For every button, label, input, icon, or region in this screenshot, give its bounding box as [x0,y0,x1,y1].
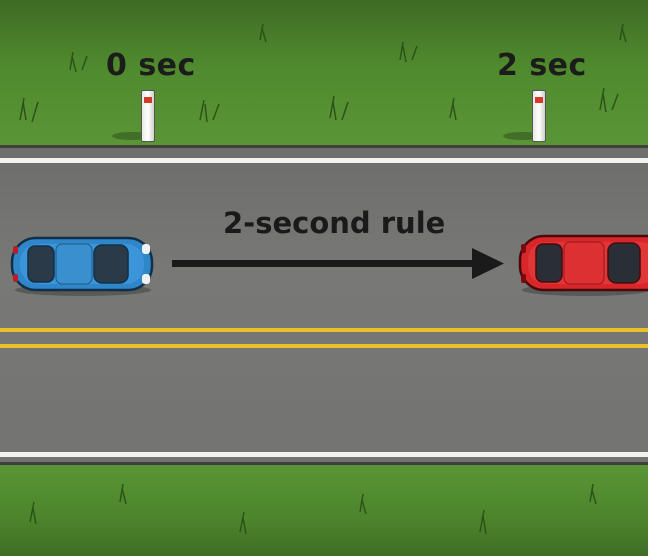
rule-label: 2-second rule [223,206,446,240]
road-edge-bottom [0,462,648,465]
road-surface [0,146,648,464]
arrow-right-icon [172,248,504,279]
yellow-center-line-2 [0,344,648,348]
yellow-center-line-1 [0,328,648,332]
end-marker-label: 2 sec [497,48,587,83]
car-icon [518,234,648,296]
grass-verge-bottom [0,462,648,556]
road-edge-top [0,145,648,148]
white-edge-line-top [0,158,648,163]
road-post-icon [532,90,546,142]
post-shadow-end [503,132,543,140]
white-edge-line-bottom [0,452,648,457]
start-marker-label: 0 sec [106,48,196,83]
road-post-icon [141,90,155,142]
grass-tufts-top [19,23,627,123]
car-icon [10,236,154,296]
post-shadow-start [112,132,152,140]
grass-tufts-bottom [29,483,597,535]
